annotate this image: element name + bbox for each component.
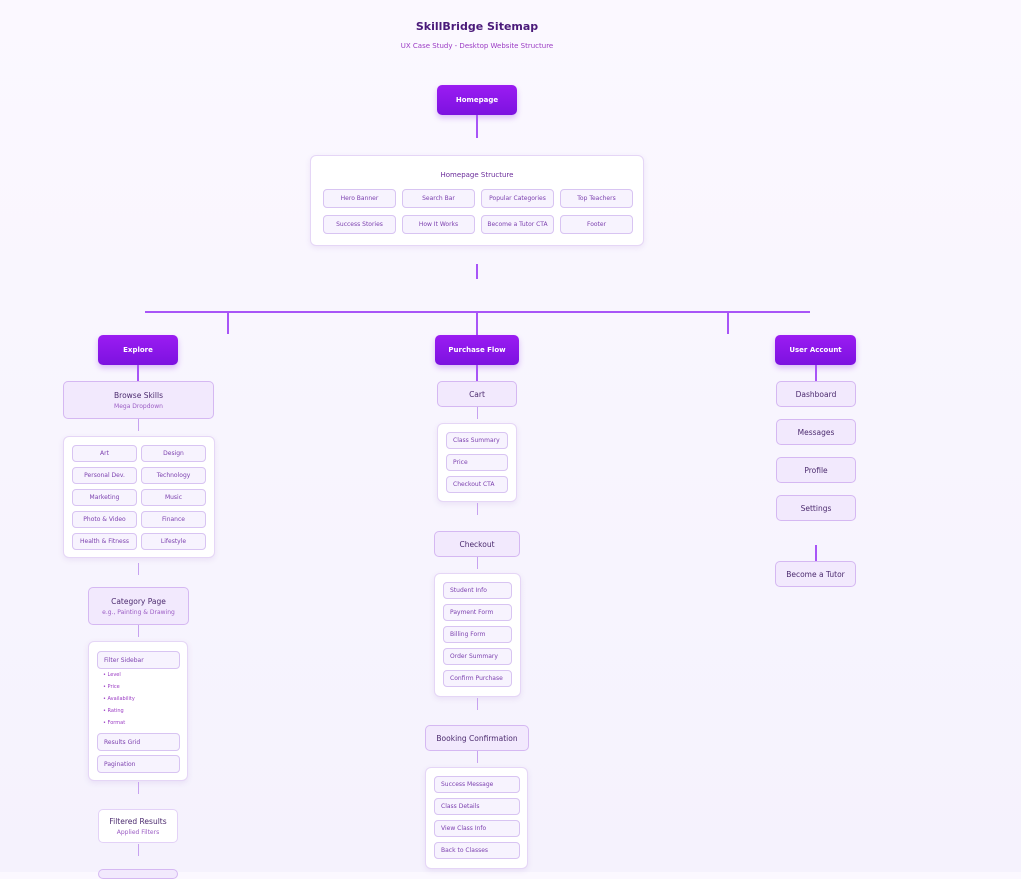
cart-item[interactable]: Class Summary [446, 432, 508, 449]
category-item[interactable]: Finance [141, 511, 206, 528]
homepage-structure-card: Homepage Structure Hero Banner Search Ba… [310, 155, 644, 246]
filter-option: • Rating [103, 708, 124, 714]
checkout-item[interactable]: Student Info [443, 582, 512, 599]
confirmation-card: Success Message Class Details View Class… [425, 767, 528, 869]
category-page-title: Category Page [111, 596, 166, 606]
category-page-subtitle: e.g., Painting & Drawing [102, 608, 175, 616]
connector [476, 365, 478, 381]
explore-node[interactable]: Explore [98, 335, 178, 365]
connector [138, 563, 139, 575]
pagination[interactable]: Pagination [97, 755, 180, 773]
homepage-section[interactable]: Search Bar [402, 189, 475, 208]
filter-option: • Level [103, 672, 121, 678]
category-item[interactable]: Personal Dev. [72, 467, 137, 484]
category-item[interactable]: Art [72, 445, 137, 462]
browse-skills-title: Browse Skills [114, 390, 163, 400]
confirmation-items: Success Message Class Details View Class… [434, 776, 520, 859]
homepage-section[interactable]: How It Works [402, 215, 475, 234]
cart-item[interactable]: Price [446, 454, 508, 471]
category-item[interactable]: Health & Fitness [72, 533, 137, 550]
homepage-section[interactable]: Success Stories [323, 215, 396, 234]
checkout-item[interactable]: Billing Form [443, 626, 512, 643]
next-node-partial [98, 869, 178, 879]
checkout-node[interactable]: Checkout [434, 531, 520, 557]
homepage-section[interactable]: Hero Banner [323, 189, 396, 208]
filter-option: • Format [103, 720, 126, 726]
confirmation-item[interactable]: Back to Classes [434, 842, 520, 859]
category-grid: Art Design Personal Dev. Technology Mark… [72, 445, 206, 550]
checkout-card: Student Info Payment Form Billing Form O… [434, 573, 521, 697]
category-page-card: Filter Sidebar • Level • Price • Availab… [88, 641, 188, 781]
connector [477, 407, 478, 419]
checkout-items: Student Info Payment Form Billing Form O… [443, 582, 512, 687]
profile-node[interactable]: Profile [776, 457, 856, 483]
filter-option: • Availability [103, 696, 135, 702]
category-item[interactable]: Photo & Video [72, 511, 137, 528]
cart-node[interactable]: Cart [437, 381, 517, 407]
connector [477, 557, 478, 569]
checkout-item[interactable]: Order Summary [443, 648, 512, 665]
category-item[interactable]: Design [141, 445, 206, 462]
cart-items: Class Summary Price Checkout CTA [446, 432, 508, 493]
homepage-section[interactable]: Top Teachers [560, 189, 633, 208]
connector [138, 419, 139, 431]
confirmation-item[interactable]: View Class Info [434, 820, 520, 837]
categories-card: Art Design Personal Dev. Technology Mark… [63, 436, 215, 558]
category-item[interactable]: Lifestyle [141, 533, 206, 550]
category-item[interactable]: Technology [141, 467, 206, 484]
connector [727, 312, 729, 334]
homepage-section[interactable]: Become a Tutor CTA [481, 215, 554, 234]
connector [138, 782, 139, 794]
filter-option: • Price [103, 684, 120, 690]
connector [477, 698, 478, 710]
results-grid[interactable]: Results Grid [97, 733, 180, 751]
confirmation-item[interactable]: Class Details [434, 798, 520, 815]
purchase-flow-node[interactable]: Purchase Flow [435, 335, 519, 365]
filter-sidebar[interactable]: Filter Sidebar [97, 651, 180, 669]
filtered-results-title: Filtered Results [109, 816, 167, 826]
connector [227, 312, 229, 334]
settings-node[interactable]: Settings [776, 495, 856, 521]
checkout-item[interactable]: Payment Form [443, 604, 512, 621]
filtered-results-subtitle: Applied Filters [116, 828, 160, 836]
cart-item[interactable]: Checkout CTA [446, 476, 508, 493]
sitemap-subtitle: UX Case Study - Desktop Website Structur… [400, 42, 554, 50]
browse-skills-node[interactable]: Browse Skills Mega Dropdown [63, 381, 214, 419]
connector [137, 365, 139, 381]
browse-skills-subtitle: Mega Dropdown [114, 402, 163, 410]
dashboard-node[interactable]: Dashboard [776, 381, 856, 407]
connector [476, 264, 478, 279]
checkout-item[interactable]: Confirm Purchase [443, 670, 512, 687]
connector [476, 312, 478, 335]
connector [138, 625, 139, 637]
homepage-sections: Hero Banner Search Bar Popular Categorie… [323, 189, 633, 234]
homepage-section[interactable]: Footer [560, 215, 633, 234]
connector [476, 115, 478, 138]
homepage-structure-title: Homepage Structure [440, 171, 514, 179]
homepage-node[interactable]: Homepage [437, 85, 517, 115]
connector [477, 503, 478, 515]
connector [815, 365, 817, 381]
user-account-node[interactable]: User Account [775, 335, 856, 365]
connector [138, 844, 139, 856]
sitemap-title: SkillBridge Sitemap [415, 20, 539, 33]
messages-node[interactable]: Messages [776, 419, 856, 445]
category-item[interactable]: Music [141, 489, 206, 506]
connector [477, 751, 478, 763]
become-tutor-node[interactable]: Become a Tutor [775, 561, 856, 587]
connector [815, 545, 817, 561]
homepage-section[interactable]: Popular Categories [481, 189, 554, 208]
category-item[interactable]: Marketing [72, 489, 137, 506]
booking-confirmation-node[interactable]: Booking Confirmation [425, 725, 529, 751]
cart-card: Class Summary Price Checkout CTA [437, 423, 517, 502]
confirmation-item[interactable]: Success Message [434, 776, 520, 793]
filtered-results-node[interactable]: Filtered Results Applied Filters [98, 809, 178, 843]
category-page-node[interactable]: Category Page e.g., Painting & Drawing [88, 587, 189, 625]
